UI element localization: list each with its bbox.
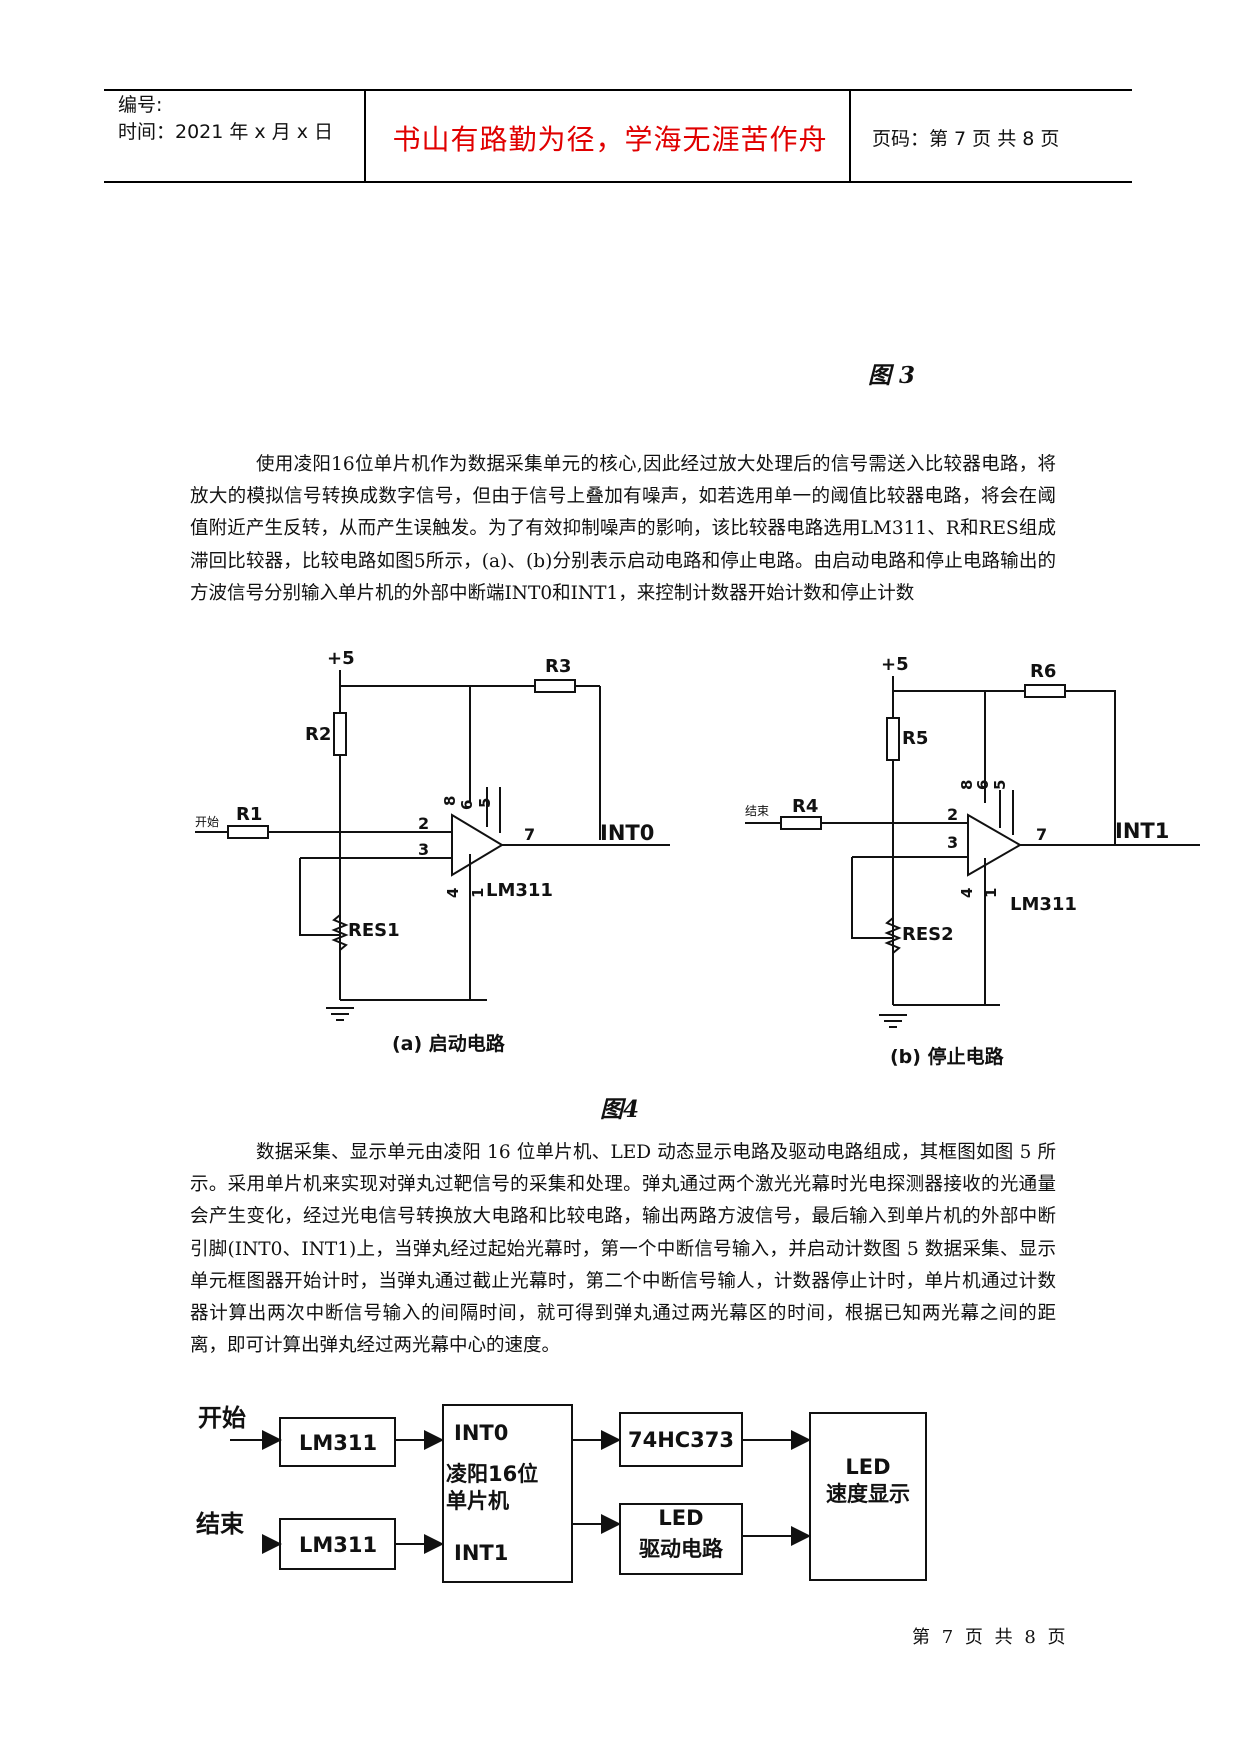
paragraph-comparator: 使用凌阳16位单片机作为数据采集单元的核心,因此经过放大处理后的信号需送入比较器… bbox=[190, 454, 1056, 604]
header-top-rule bbox=[104, 89, 1132, 91]
circuit-a-pin2: 2 bbox=[418, 814, 429, 833]
circuit-b-pin2: 2 bbox=[947, 805, 958, 824]
block-lm311-b: LM311 bbox=[299, 1533, 377, 1557]
circuit-a-res: RES1 bbox=[348, 920, 400, 941]
circuit-b-r4: R4 bbox=[792, 796, 818, 817]
block-mcu-int0: INT0 bbox=[454, 1421, 508, 1445]
circuit-b-input-label: 结束 bbox=[745, 804, 769, 818]
circuit-a-pin4: 4 bbox=[444, 888, 462, 898]
block-lm311-a: LM311 bbox=[299, 1431, 377, 1455]
figure4-caption: 图4 bbox=[600, 1096, 640, 1123]
circuit-b-output: INT1 bbox=[1115, 819, 1169, 843]
block-start-label: 开始 bbox=[198, 1404, 246, 1432]
circuit-a-pin5: 5 bbox=[476, 798, 494, 808]
header-page-info: 页码：第 7 页 共 8 页 bbox=[872, 128, 1060, 150]
circuit-a-pin1: 1 bbox=[469, 888, 487, 898]
circuit-b-r5: R5 bbox=[902, 728, 928, 749]
circuit-a-supply: +5 bbox=[327, 648, 355, 669]
header-divider-right bbox=[849, 89, 851, 182]
header-time: 时间：2021 年 x 月 x 日 bbox=[118, 121, 334, 143]
circuit-b-pin3: 3 bbox=[947, 833, 958, 852]
block-end-label: 结束 bbox=[196, 1510, 245, 1538]
circuit-b-pin7: 7 bbox=[1036, 825, 1047, 844]
block-display-2: 速度显示 bbox=[826, 1482, 910, 1506]
header-number: 编号: bbox=[118, 94, 163, 116]
circuit-a-pin6: 6 bbox=[458, 800, 476, 810]
circuit-a-chip: LM311 bbox=[486, 880, 553, 901]
circuit-a-pin7: 7 bbox=[524, 825, 535, 844]
header-bottom-rule bbox=[104, 181, 1132, 183]
circuit-b-pin8: 8 bbox=[958, 780, 976, 790]
circuit-a-r2: R2 bbox=[305, 724, 331, 745]
paragraph-data-acquisition: 数据采集、显示单元由凌阳 16 位单片机、LED 动态显示电路及驱动电路组成，其… bbox=[190, 1142, 1056, 1357]
block-latch: 74HC373 bbox=[628, 1428, 734, 1452]
circuit-b-supply: +5 bbox=[881, 654, 909, 675]
page-footer: 第 7 页 共 8 页 bbox=[912, 1627, 1069, 1648]
block-driver-1: LED bbox=[658, 1506, 703, 1530]
circuit-b-res: RES2 bbox=[902, 924, 954, 945]
circuit-a-r3: R3 bbox=[545, 656, 571, 677]
circuit-b-r6: R6 bbox=[1030, 661, 1056, 682]
circuit-a-caption: (a) 启动电路 bbox=[392, 1032, 506, 1055]
block-display-1: LED bbox=[845, 1455, 890, 1479]
circuit-a-r1: R1 bbox=[236, 804, 262, 825]
circuit-a-input-label: 开始 bbox=[195, 815, 219, 829]
circuit-b-pin4: 4 bbox=[958, 888, 976, 898]
circuit-a-output: INT0 bbox=[600, 821, 654, 845]
circuit-a-pin3: 3 bbox=[418, 840, 429, 859]
header-motto: 书山有路勤为径，学海无涯苦作舟 bbox=[392, 123, 828, 156]
figure3-caption: 图 3 bbox=[868, 362, 916, 389]
block-mcu-int1: INT1 bbox=[454, 1541, 508, 1565]
circuit-b-chip: LM311 bbox=[1010, 894, 1077, 915]
block-mcu-name-1: 凌阳16位 bbox=[446, 1462, 538, 1486]
block-mcu-name-2: 单片机 bbox=[446, 1489, 509, 1513]
circuit-b-caption: (b) 停止电路 bbox=[890, 1045, 1005, 1068]
circuit-b-pin5: 5 bbox=[991, 780, 1009, 790]
block-driver-2: 驱动电路 bbox=[639, 1537, 724, 1561]
circuit-a-pin8: 8 bbox=[441, 796, 459, 806]
header-divider-left bbox=[364, 89, 366, 182]
header-meta: 编号: 时间：2021 年 x 月 x 日 bbox=[118, 92, 333, 146]
circuit-b-pin1: 1 bbox=[982, 888, 1000, 898]
circuit-b-pin6: 6 bbox=[974, 780, 992, 790]
